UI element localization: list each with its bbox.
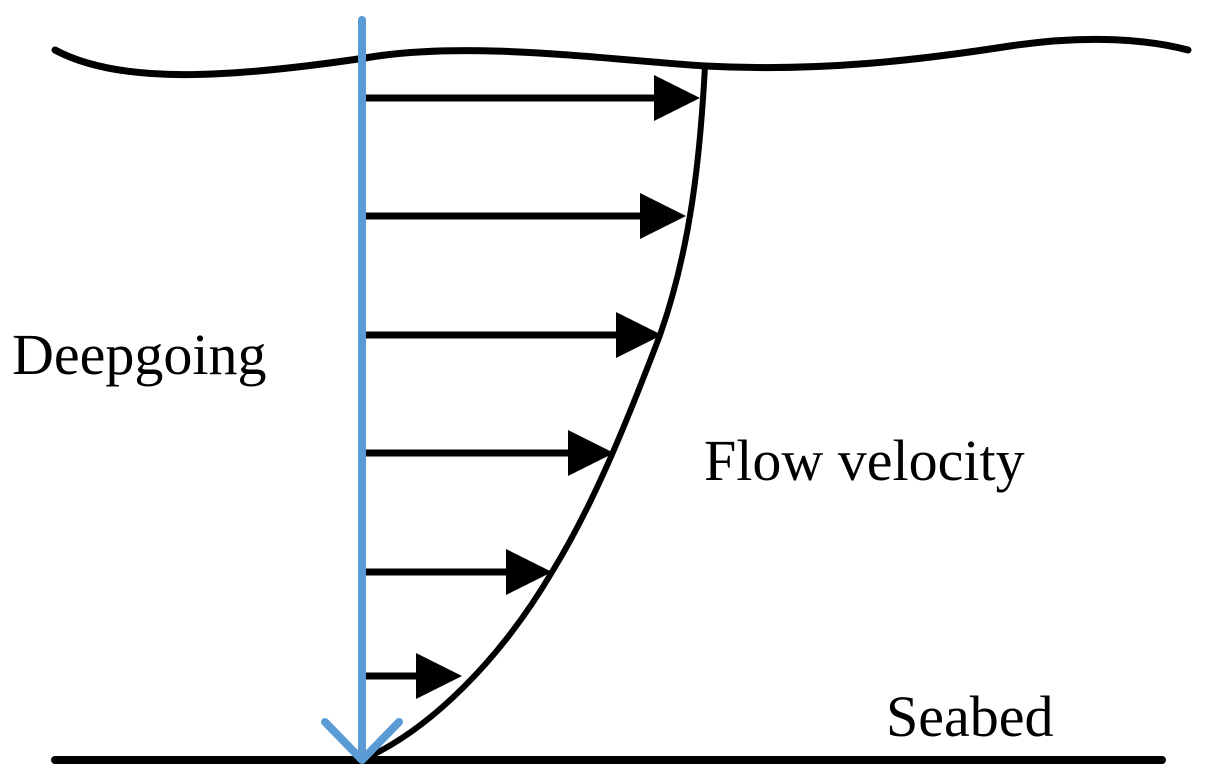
depth-label: Deepgoing [12,322,267,387]
flow-velocity-label: Flow velocity [704,428,1025,493]
seabed-label: Seabed [886,684,1054,749]
velocity-arrow-1-head [654,75,700,121]
depth-axis-arrowhead [321,718,403,764]
velocity-arrow-4-head [568,430,614,476]
velocity-arrow-5-head [506,549,552,595]
water-surface-line [51,35,1192,79]
velocity-arrow-3-head [616,312,662,358]
velocity-profile-curve [360,65,708,763]
velocity-arrow-2-head [640,193,686,239]
velocity-arrows [360,75,700,699]
velocity-arrow-6-head [416,653,462,699]
